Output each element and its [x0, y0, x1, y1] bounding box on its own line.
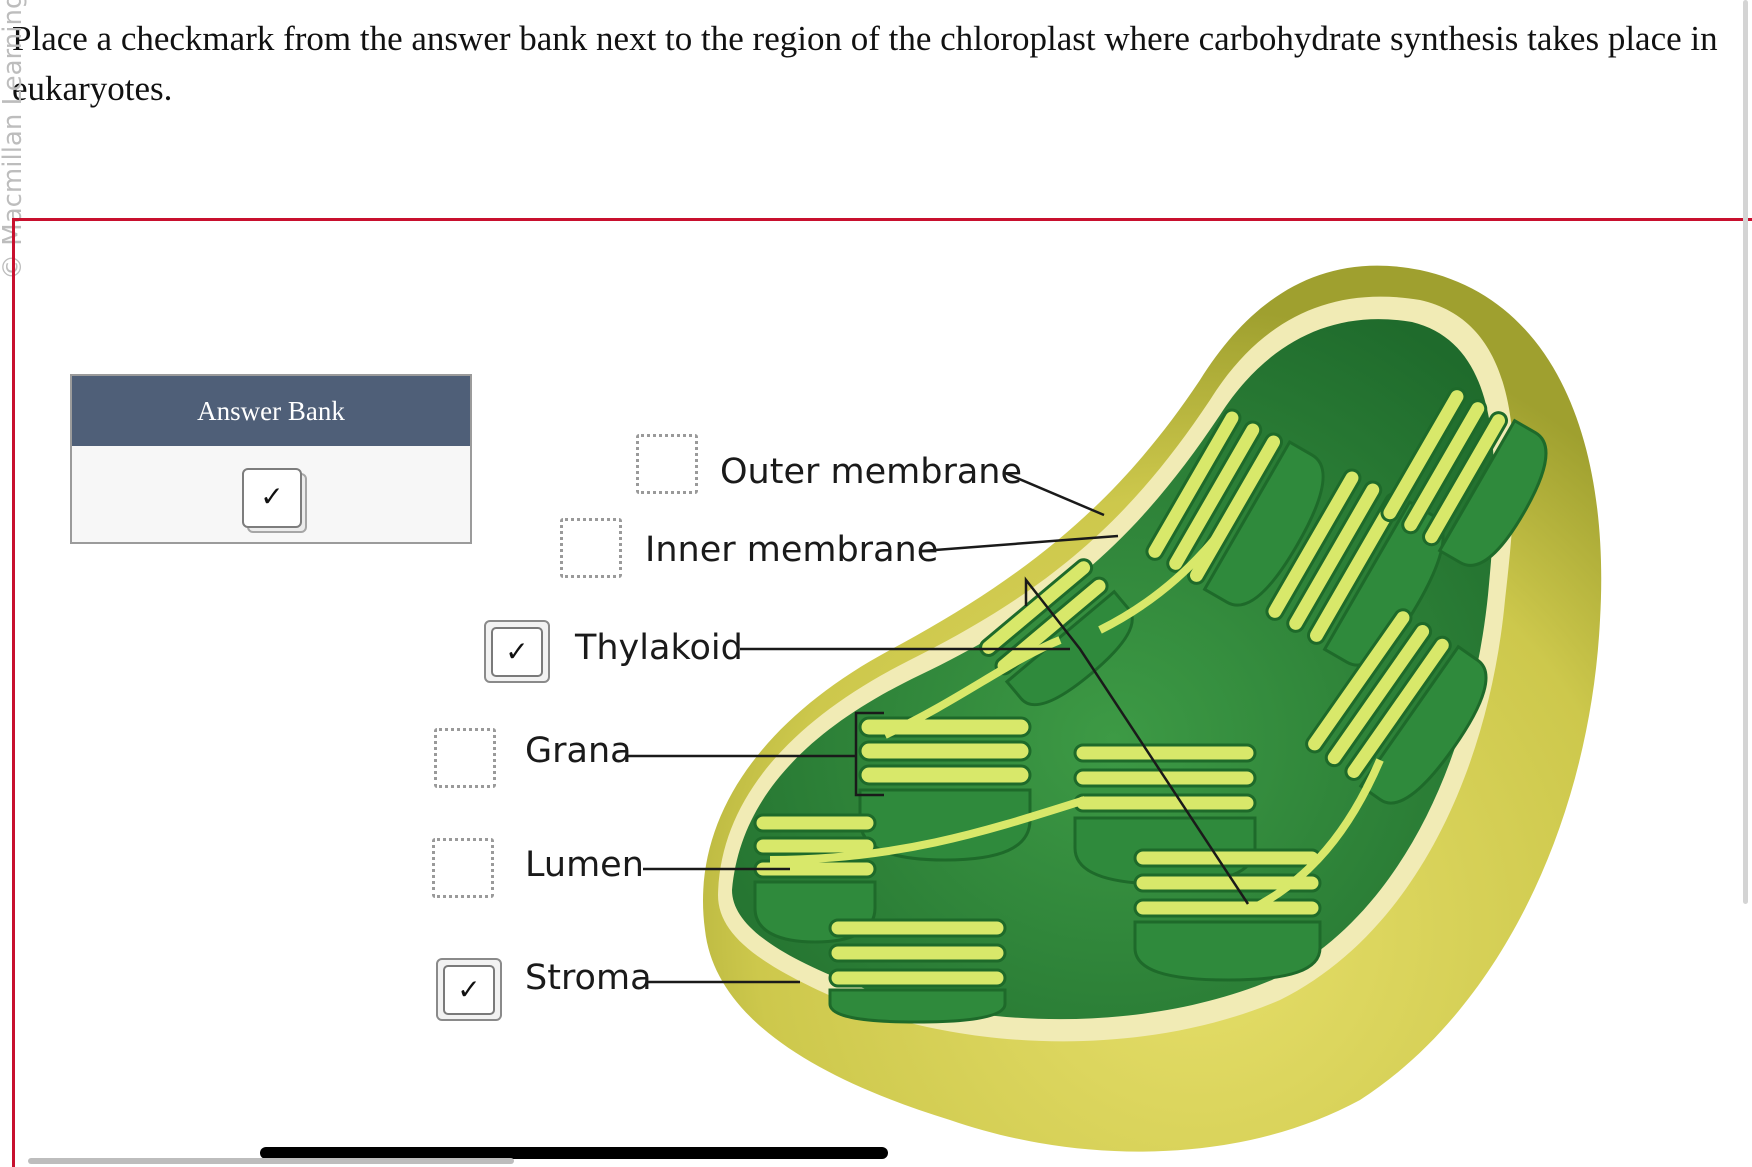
- grana-bracket: [854, 711, 884, 797]
- answer-bank-token-stack[interactable]: ✓: [242, 468, 307, 533]
- drop-slot-outer-membrane[interactable]: [636, 434, 698, 494]
- thylakoid-stacks: [753, 387, 1548, 1024]
- vertical-scrollbar[interactable]: [1743, 0, 1748, 904]
- drop-slot-thylakoid[interactable]: ✓: [484, 620, 550, 683]
- placed-checkmark-thylakoid[interactable]: ✓: [491, 627, 543, 677]
- question-text: Place a checkmark from the answer bank n…: [12, 19, 1718, 108]
- thylakoid-bracket: [1024, 576, 1250, 905]
- placed-checkmark-stroma[interactable]: ✓: [443, 965, 495, 1015]
- answer-bank: Answer Bank ✓: [70, 374, 472, 544]
- drop-slot-grana[interactable]: [434, 728, 496, 788]
- granum-stack-5: [1133, 848, 1322, 982]
- label-outer-membrane: Outer membrane: [720, 452, 1022, 492]
- frame-top-border: [12, 218, 1752, 221]
- frame-left-border: [12, 218, 15, 1167]
- answer-bank-title: Answer Bank: [72, 376, 470, 446]
- label-grana: Grana: [525, 731, 632, 771]
- drop-slot-inner-membrane[interactable]: [560, 518, 622, 578]
- label-thylakoid: Thylakoid: [575, 628, 743, 668]
- granum-stack-9: [1305, 608, 1488, 805]
- outer-membrane-leader: [1004, 471, 1105, 517]
- granum-stack-7: [1265, 468, 1445, 667]
- granum-stack-3: [828, 918, 1007, 1024]
- inner-membrane-leader: [921, 534, 1119, 553]
- label-lumen: Lumen: [525, 845, 644, 885]
- drop-slot-lumen[interactable]: [432, 838, 494, 898]
- label-stroma: Stroma: [525, 958, 652, 998]
- label-inner-membrane: Inner membrane: [645, 530, 939, 570]
- home-indicator-bar: [260, 1147, 888, 1159]
- horizontal-scrollbar[interactable]: [28, 1158, 514, 1164]
- granum-stack-8: [1380, 387, 1548, 567]
- checkmark-token[interactable]: ✓: [242, 468, 302, 528]
- leader-lines: [628, 471, 1250, 984]
- drop-slot-stroma[interactable]: ✓: [436, 958, 502, 1021]
